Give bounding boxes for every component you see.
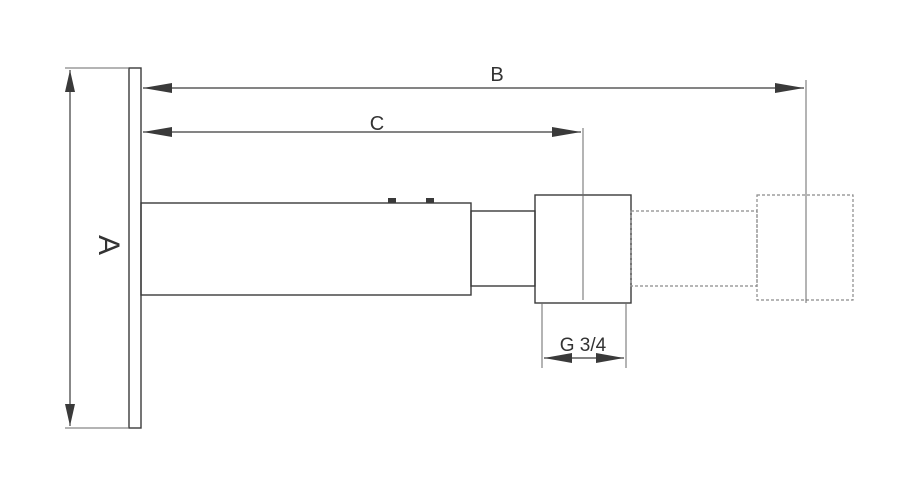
main-body [140, 202, 472, 296]
arrow-b-right [775, 83, 804, 93]
arrow-g-left [544, 353, 572, 363]
arrow-a-bottom [65, 404, 75, 426]
mounting-plate [128, 67, 142, 429]
body-mark-left [388, 198, 396, 203]
extension-nut-dashed [756, 194, 854, 301]
arrow-a-top [65, 70, 75, 92]
arrow-c-right [552, 127, 581, 137]
extension-pipe-dashed [630, 210, 758, 287]
arrow-g-right [596, 353, 624, 363]
label-c: C [370, 113, 384, 135]
arrow-b-left [143, 83, 172, 93]
arrow-c-left [143, 127, 172, 137]
body-mark-right [426, 198, 434, 203]
label-b: B [490, 64, 503, 86]
label-g: G 3/4 [560, 335, 607, 356]
label-a: A [92, 235, 125, 255]
neck [470, 210, 536, 287]
